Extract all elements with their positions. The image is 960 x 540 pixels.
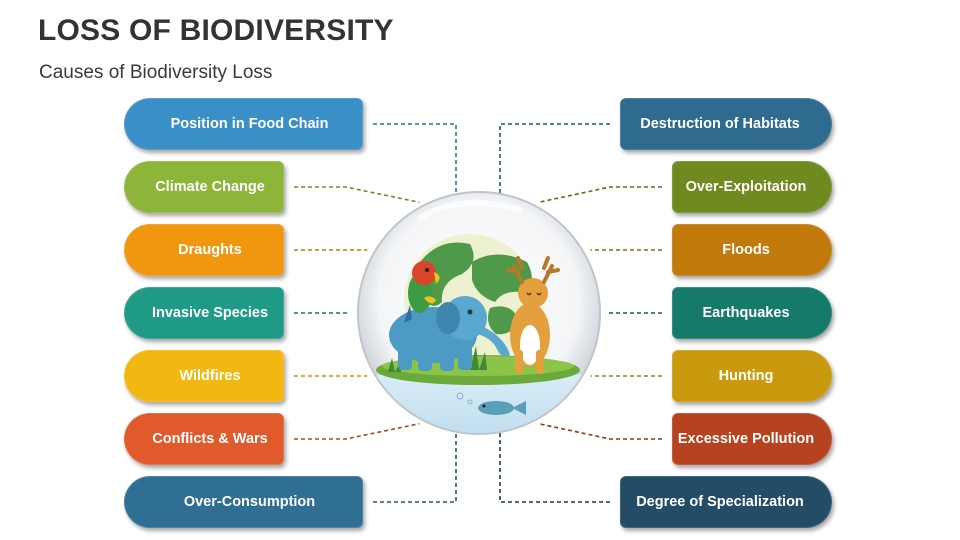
left-cause-conflicts-and-wars: Conflicts & Wars bbox=[124, 413, 284, 465]
cause-label: Climate Change bbox=[155, 179, 265, 195]
page-subtitle: Causes of Biodiversity Loss bbox=[39, 62, 273, 83]
cause-label: Over-Consumption bbox=[183, 494, 316, 510]
left-cause-climate-change: Climate Change bbox=[124, 161, 284, 213]
cause-label: Degree of Specialization bbox=[636, 494, 804, 510]
cause-label: Invasive Species bbox=[151, 305, 269, 321]
right-cause-floods: Floods bbox=[672, 224, 832, 276]
right-cause-hunting: Hunting bbox=[672, 350, 832, 402]
fish-icon bbox=[456, 392, 526, 415]
cause-label: Conflicts & Wars bbox=[152, 431, 268, 447]
left-connector-1 bbox=[373, 123, 457, 195]
elephant-icon bbox=[389, 296, 510, 371]
left-cause-position-in-food-chain: Position in Food Chain bbox=[124, 98, 363, 150]
cause-label: Floods bbox=[722, 242, 770, 258]
left-connector-2 bbox=[294, 186, 420, 204]
deer-icon bbox=[506, 256, 560, 374]
biodiversity-sphere bbox=[357, 191, 601, 435]
right-cause-excessive-pollution: Excessive Pollution bbox=[672, 413, 832, 465]
cause-label: Draughts bbox=[178, 242, 242, 258]
page-title: LOSS OF BIODIVERSITY bbox=[38, 14, 394, 47]
left-cause-draughts: Draughts bbox=[124, 224, 284, 276]
left-cause-over-consumption: Over-Consumption bbox=[124, 476, 363, 528]
right-connector-2 bbox=[538, 186, 662, 204]
left-cause-wildfires: Wildfires bbox=[124, 350, 284, 402]
right-cause-degree-of-specialization: Degree of Specialization bbox=[620, 476, 832, 528]
cause-label: Wildfires bbox=[179, 368, 241, 384]
right-connector-7 bbox=[499, 432, 610, 503]
left-cause-invasive-species: Invasive Species bbox=[124, 287, 284, 339]
cause-label: Excessive Pollution bbox=[677, 431, 815, 447]
right-cause-earthquakes: Earthquakes bbox=[672, 287, 832, 339]
cause-label: Destruction of Habitats bbox=[640, 116, 800, 132]
left-connector-6 bbox=[294, 422, 420, 440]
left-connector-7 bbox=[373, 432, 457, 503]
right-cause-destruction-of-habitats: Destruction of Habitats bbox=[620, 98, 832, 150]
right-connector-1 bbox=[499, 123, 610, 195]
cause-label: Over-Exploitation bbox=[685, 179, 807, 195]
right-cause-over-exploitation: Over-Exploitation bbox=[672, 161, 832, 213]
parrot-icon bbox=[404, 261, 440, 323]
cause-label: Earthquakes bbox=[702, 305, 790, 321]
cause-label: Position in Food Chain bbox=[170, 116, 329, 132]
right-connector-6 bbox=[538, 422, 662, 440]
cause-label: Hunting bbox=[718, 368, 774, 384]
